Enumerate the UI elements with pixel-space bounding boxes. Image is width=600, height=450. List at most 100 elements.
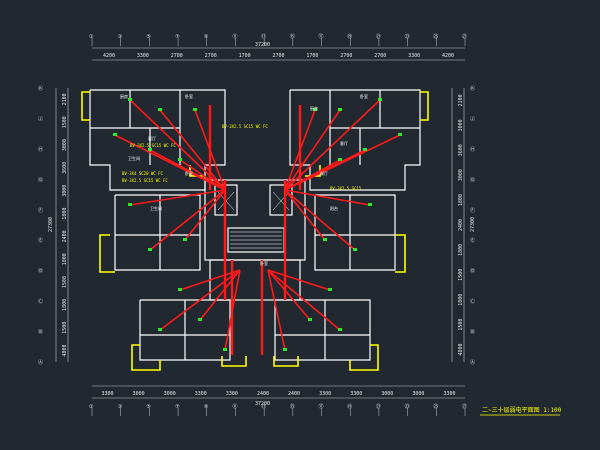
dimension-segment: 3000 <box>412 391 424 397</box>
dimension-segment: 3000 <box>62 185 68 197</box>
wiring-notes: BV-3X2.5 SC15 WC FC BV-3X2.5 SC15 WC FC … <box>122 124 362 191</box>
axis-label: Ⓐ <box>470 359 475 366</box>
axis-label: ⑨ <box>204 34 209 40</box>
dimension-segment: 2400 <box>257 391 269 397</box>
axis-label: ⑰ <box>319 33 324 40</box>
wiring-run <box>284 109 341 191</box>
axis-label: ⑮ <box>290 33 295 40</box>
dimension-segment: 4200 <box>442 53 454 59</box>
fixture-symbol <box>313 108 317 111</box>
dimension-segment: 1800 <box>458 194 464 206</box>
fixture-symbol <box>283 348 287 351</box>
dimension-segment: 3300 <box>226 391 238 397</box>
fixture-symbol <box>308 318 312 321</box>
axis-label: ⑬ <box>261 33 266 40</box>
axis-label: Ⓕ <box>470 207 475 214</box>
dimension-segment: 3000 <box>458 119 464 131</box>
dimension-segment: 2100 <box>62 93 68 105</box>
dimension-segment: 3300 <box>443 391 455 397</box>
top-total-dimension: 37200 <box>255 42 270 48</box>
wiring-run <box>284 159 341 191</box>
right-total-dimension: 27300 <box>470 217 476 232</box>
axis-label: Ⓓ <box>470 268 475 275</box>
dimension-segment: 4800 <box>62 345 68 357</box>
building-walls <box>89 89 421 361</box>
axis-label: Ⓚ <box>470 85 475 92</box>
room-label: 卧室 <box>185 170 193 176</box>
axis-label: ① <box>89 404 94 410</box>
drawing-title-block: 二~三十层弱电平面图 1:100 <box>480 406 562 416</box>
dimension-segment: 2700 <box>171 53 183 59</box>
axis-label: ㉑ <box>376 403 381 410</box>
dimension-segment: 2400 <box>62 230 68 242</box>
dimension-segment: 1500 <box>458 269 464 281</box>
wiring-run <box>159 109 226 191</box>
axis-label: Ⓔ <box>38 237 43 244</box>
fixture-symbol <box>158 108 162 111</box>
note-1: BV-3X2.5 SC15 WC FC <box>222 124 268 129</box>
note-5: BV-3X2.5 SC15 <box>330 186 362 191</box>
axis-label: Ⓓ <box>38 268 43 275</box>
room-labels: 厨房卧室客厅卫生间卧室厨房客厅餐厅卧室卫生间阳台卧室 <box>120 93 368 266</box>
fixture-symbol <box>148 148 152 151</box>
wiring-run <box>159 269 241 331</box>
dimension-segment: 3000 <box>381 391 393 397</box>
axis-label: ⑮ <box>290 403 295 410</box>
axis-label: ③ <box>118 404 123 410</box>
fixture-symbol <box>178 288 182 291</box>
axis-label: Ⓑ <box>38 329 43 336</box>
axis-label: Ⓔ <box>470 237 475 244</box>
axis-label: Ⓖ <box>470 176 475 183</box>
fixture-symbol <box>223 348 227 351</box>
fixture-symbol <box>338 158 342 161</box>
wiring-run <box>267 269 341 331</box>
note-2: BV-3X2.5 SC15 WC FC <box>130 143 176 148</box>
dimension-segment: 1700 <box>306 53 318 59</box>
room-label: 卫生间 <box>150 205 162 211</box>
dimension-segment: 3600 <box>62 162 68 174</box>
axis-label: Ⓚ <box>38 85 43 92</box>
axis-label: Ⓒ <box>38 298 43 305</box>
fixture-symbol <box>148 248 152 251</box>
axis-label: ⑨ <box>204 404 209 410</box>
fixture-symbol <box>353 248 357 251</box>
wiring-run <box>284 189 371 206</box>
room-label: 客厅 <box>340 140 348 146</box>
wiring-run <box>179 159 226 191</box>
axis-label: ⑲ <box>347 403 352 410</box>
drawing-title: 二~三十层弱电平面图 1:100 <box>482 406 562 414</box>
fixture-symbol <box>338 328 342 331</box>
dimension-segment: 4200 <box>103 53 115 59</box>
dimension-segment: 2700 <box>374 53 386 59</box>
axis-label: ③ <box>118 34 123 40</box>
left-dimension-chain: 27300 2100150030003600300018002400180015… <box>38 85 69 366</box>
fixture-symbol <box>128 203 132 206</box>
axis-label: Ⓖ <box>38 176 43 183</box>
fixture-symbol <box>363 148 367 151</box>
room-label: 卧室 <box>185 93 193 99</box>
dimension-segment: 3600 <box>458 144 464 156</box>
axis-label: ⑪ <box>232 403 237 410</box>
fixture-symbol <box>328 288 332 291</box>
dimension-segment: 3000 <box>62 139 68 151</box>
bottom-total-dimension: 37200 <box>255 401 270 407</box>
room-label: 阳台 <box>330 205 338 211</box>
axis-label: ⑰ <box>319 403 324 410</box>
dimension-segment: 1800 <box>62 299 68 311</box>
fixture-symbol <box>178 158 182 161</box>
dimension-segment: 3300 <box>408 53 420 59</box>
room-label: 厨房 <box>120 93 128 99</box>
room-label: 卫生间 <box>128 155 140 161</box>
wiring-run <box>267 269 331 291</box>
room-label: 卧室 <box>260 260 268 266</box>
fixture-symbol <box>158 328 162 331</box>
axis-label: Ⓐ <box>38 359 43 366</box>
dimension-segment: 1800 <box>62 253 68 265</box>
right-dimension-chain: 27300 2100300036003000180024001800150018… <box>451 85 476 366</box>
axis-label: Ⓙ <box>470 115 475 122</box>
axis-label: ⑦ <box>175 404 180 410</box>
axis-label: ㉑ <box>376 33 381 40</box>
